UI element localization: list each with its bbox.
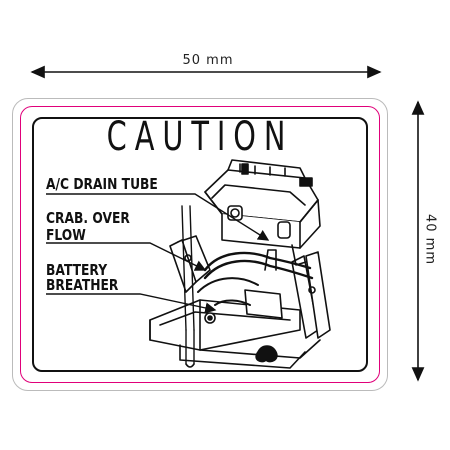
- leader-crab-over-flow: [46, 242, 207, 271]
- height-dimension-label: 40 mm: [422, 213, 438, 265]
- callout-leaders: [46, 193, 270, 314]
- callout-battery-breather-line1: BATTERY: [46, 261, 108, 279]
- label-cut-line: [12, 98, 388, 391]
- caution-title: CAUTION: [106, 114, 294, 160]
- callout-ac-drain-tube: A/C DRAIN TUBE: [46, 175, 158, 193]
- leader-battery-breather: [46, 293, 217, 314]
- leader-ac-drain-tube: [46, 193, 270, 241]
- width-dimension-label: 50 mm: [182, 53, 234, 68]
- label-border: [32, 117, 368, 372]
- callout-battery-breather-line2: BREATHER: [46, 276, 119, 294]
- callout-crab-over-flow-line1: CRAB. OVER: [46, 209, 130, 227]
- label-bleed-line: [20, 106, 380, 383]
- callout-crab-over-flow-line2: FLOW: [46, 226, 86, 244]
